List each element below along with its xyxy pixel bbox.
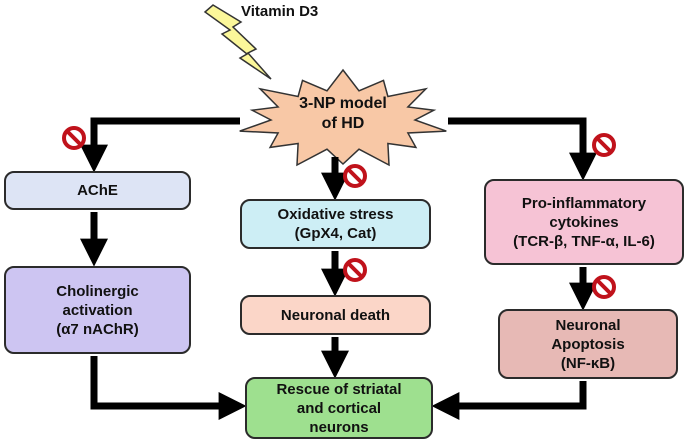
arrow-cholinergic-to-rescue: [90, 356, 247, 420]
neuronal-apoptosis-node: Neuronal Apoptosis (NF-κB): [498, 309, 678, 379]
inhibit-icon: [62, 126, 86, 150]
inhibit-icon: [343, 258, 367, 282]
model-label-line: of HD: [321, 115, 365, 132]
node-text-line: neurons: [309, 418, 369, 436]
node-text-line: (NF-κB): [560, 354, 616, 372]
inhibit-icon: [592, 133, 616, 157]
neuronal-death-node: Neuronal death: [240, 295, 431, 335]
lightning-bolt-icon: [203, 4, 272, 80]
ache-node: AChE: [4, 171, 191, 210]
vitamin-d3-label: Vitamin D3: [241, 3, 319, 20]
pro-inflammatory-cytokines-node: Pro-inflammatory cytokines (TCR-β, TNF-α…: [484, 179, 684, 265]
node-text-line: Oxidative stress: [277, 206, 394, 223]
node-text-line: activation: [62, 301, 133, 319]
node-text-line: Neuronal death: [280, 306, 391, 324]
node-text-line: (TCR-β, TNF-α, IL-6): [513, 232, 655, 250]
model-label-line: 3-NP model: [299, 95, 387, 112]
oxidative-stress-node: Oxidative stress (GpX4, Cat): [240, 199, 431, 249]
model-burst-shape: [239, 68, 447, 167]
arrow-model-to-ache: [80, 117, 240, 173]
node-text-line: and cortical: [296, 399, 382, 417]
node-text-line: Pro-inflammatory: [521, 194, 647, 212]
node-text-line: Rescue of striatal: [276, 380, 402, 398]
node-text-line: Apoptosis: [551, 335, 625, 353]
cholinergic-activation-node: Cholinergic activation (α7 nAChR): [4, 266, 191, 354]
inhibit-icon: [343, 164, 367, 188]
node-text-line: Cholinergic: [56, 282, 139, 300]
node-text-line: AChE: [77, 182, 118, 199]
rescue-neurons-node: Rescue of striatal and cortical neurons: [245, 377, 433, 439]
inhibit-icon: [592, 275, 616, 299]
model-label: 3-NP model of HD: [278, 94, 408, 134]
node-text-line: (GpX4, Cat): [294, 225, 377, 242]
node-text-line: cytokines: [549, 213, 619, 231]
arrow-model-to-cytokines: [448, 117, 597, 181]
arrow-apoptosis-to-rescue: [431, 381, 587, 420]
node-text-line: Neuronal: [555, 316, 621, 334]
node-text-line: (α7 nAChR): [56, 320, 139, 338]
